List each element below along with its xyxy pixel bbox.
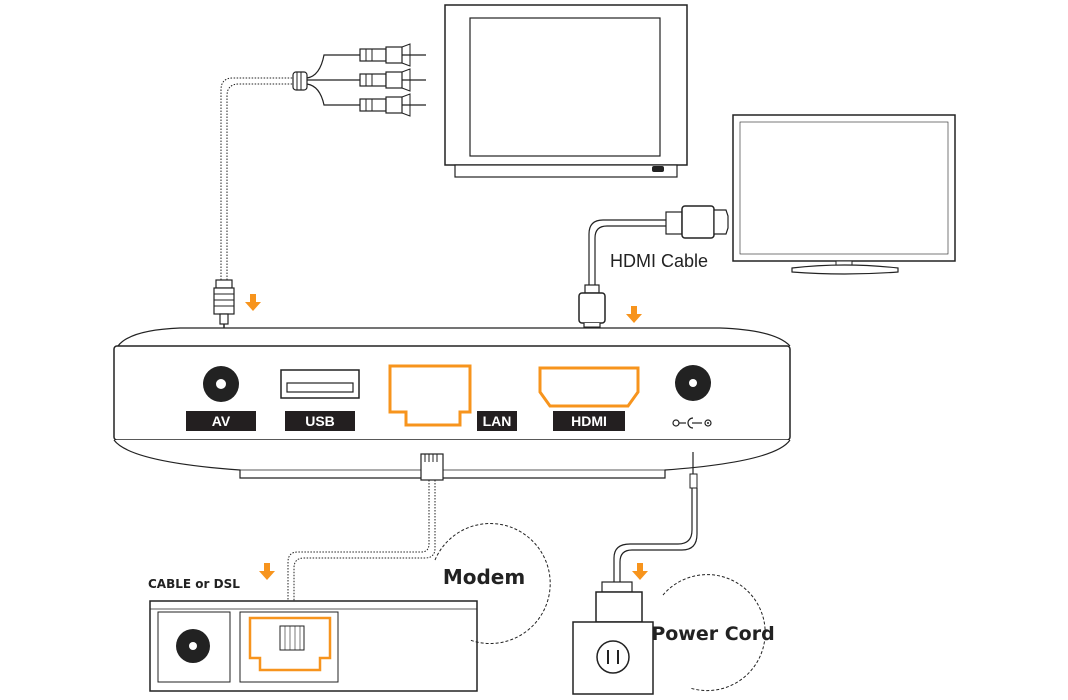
lan-port <box>388 364 472 427</box>
usb-port <box>280 369 360 399</box>
rca-plug-1 <box>359 43 426 67</box>
crt-tv <box>444 4 688 178</box>
lan-cable <box>287 453 444 630</box>
power-cord <box>595 452 698 634</box>
rca-plug-3 <box>359 93 426 117</box>
down-arrow-icon <box>259 563 275 580</box>
modem-device <box>149 600 478 692</box>
down-arrow-icon <box>626 306 642 323</box>
rca-plug-2 <box>359 68 426 92</box>
av-label: AV <box>212 413 231 429</box>
flat-tv <box>732 114 956 275</box>
av-cable <box>213 43 426 334</box>
modem-label: Modem <box>443 565 525 589</box>
cable-or-dsl-label: CABLE or DSL <box>148 577 240 591</box>
modem-callout: Modem <box>434 523 551 644</box>
hdmi-label: HDMI <box>571 413 607 429</box>
usb-label: USB <box>305 413 335 429</box>
down-arrow-icon <box>245 294 261 311</box>
power-cord-callout: Power Cord <box>651 574 775 692</box>
down-arrow-icon <box>632 563 648 580</box>
power-cord-label: Power Cord <box>651 623 774 645</box>
hdmi-port <box>538 366 640 408</box>
hdmi-cable-label: HDMI Cable <box>610 251 708 271</box>
wall-outlet <box>572 621 654 695</box>
av-jack-plug <box>213 279 235 334</box>
av-port <box>203 366 239 402</box>
dc-power-port <box>675 365 711 401</box>
hdmi-cable: HDMI Cable <box>578 205 729 340</box>
lan-label: LAN <box>483 413 512 429</box>
dc-power-jack-symbol-icon <box>672 417 712 429</box>
set-top-box: AV USB LAN HDMI <box>113 327 791 479</box>
